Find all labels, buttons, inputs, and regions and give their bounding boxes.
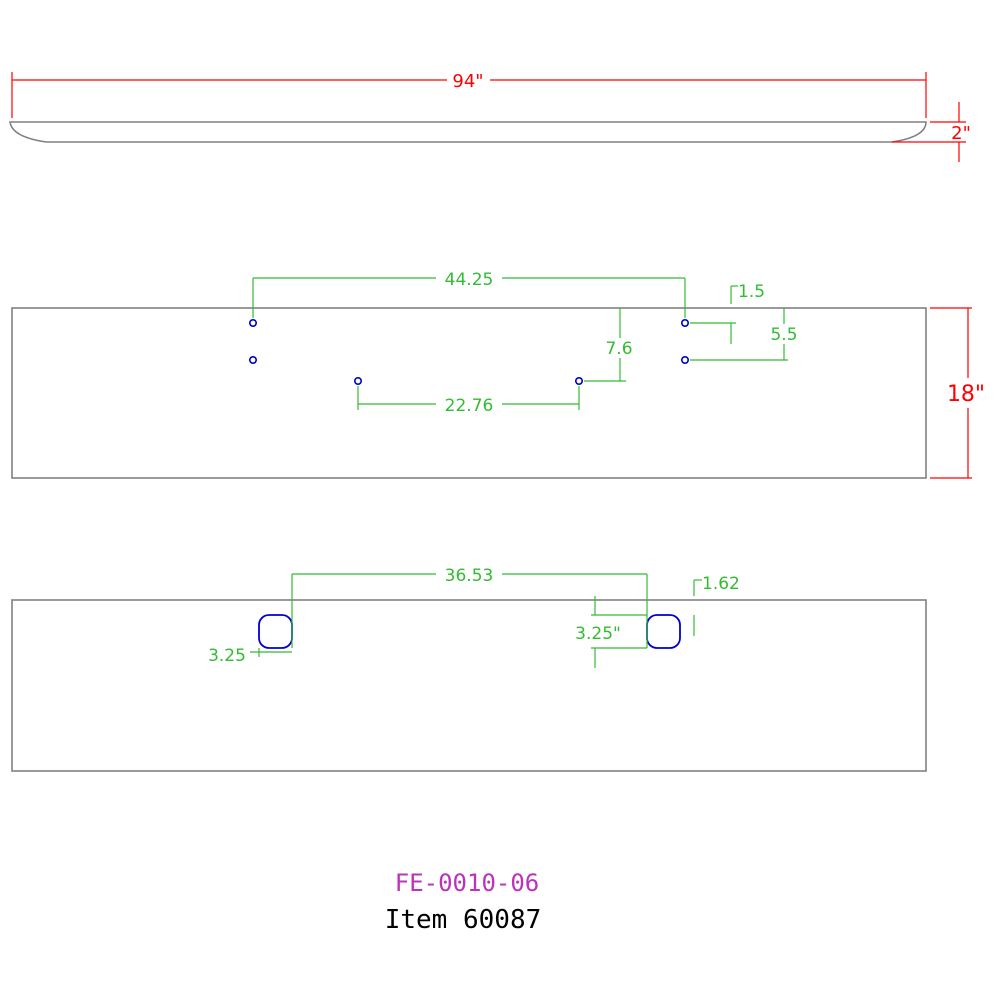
mounting-hole-inner-left bbox=[353, 376, 362, 385]
slot-edge-offset-label: 1.62 bbox=[702, 574, 740, 594]
mounting-slot-left bbox=[258, 614, 293, 649]
front-view: 44.25 22.76 7.6 1.5 5. bbox=[11, 270, 985, 479]
bumper-side-profile bbox=[9, 121, 927, 143]
edge-offset-label: 1.5 bbox=[738, 282, 765, 302]
mounting-hole-left-lower bbox=[249, 355, 258, 364]
bumper-rear-outline bbox=[11, 599, 927, 772]
slot-view: 36.53 1.62 3.25" 3.25 bbox=[11, 566, 927, 772]
slot-height-label: 3.25" bbox=[575, 624, 621, 644]
inner-hole-drop-label: 7.6 bbox=[605, 339, 632, 359]
height-dimension-label: 2" bbox=[951, 123, 971, 144]
hole-spacing-wide-label: 44.25 bbox=[445, 270, 494, 290]
bumper-front-outline bbox=[11, 307, 927, 479]
mounting-hole-right-lower bbox=[680, 355, 689, 364]
mounting-hole-inner-right bbox=[574, 376, 583, 385]
item-number: Item 60087 bbox=[385, 905, 542, 935]
title-block: FE-0010-06 Item 60087 bbox=[385, 869, 542, 935]
front-height-label: 18" bbox=[947, 382, 985, 407]
vertical-hole-spacing-label: 5.5 bbox=[770, 325, 797, 345]
side-view: 94" 2" bbox=[9, 71, 971, 162]
slot-spacing-label: 36.53 bbox=[445, 566, 494, 586]
part-number: FE-0010-06 bbox=[395, 869, 540, 897]
mounting-hole-left-upper bbox=[249, 318, 258, 327]
hole-spacing-inner-label: 22.76 bbox=[445, 396, 494, 416]
slot-width-label: 3.25 bbox=[208, 646, 246, 666]
mounting-hole-right-upper bbox=[680, 318, 689, 327]
mounting-slot-right bbox=[646, 614, 681, 649]
length-dimension-label: 94" bbox=[452, 71, 483, 92]
